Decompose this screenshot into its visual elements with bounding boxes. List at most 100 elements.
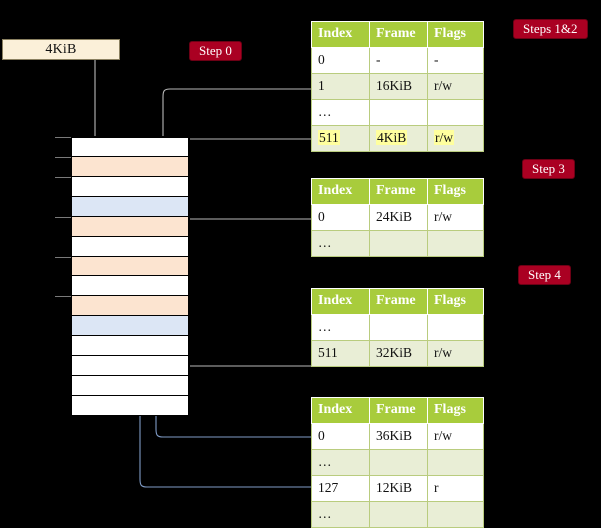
cell-index: 0 [311,47,370,74]
memory-frame-12 [71,376,189,396]
column-header-index: Index [311,288,370,315]
cell-flags: r/w [427,423,484,450]
badge-step-0: Step 0 [189,41,242,61]
cell-frame: - [369,47,428,74]
memory-frame-3 [71,196,189,217]
cell-frame: 12KiB [369,475,428,502]
cell-frame: 24KiB [369,204,428,231]
memory-frame-tick-4 [55,216,71,218]
cell-frame: 36KiB [369,423,428,450]
memory-frame-8 [71,296,189,317]
cell-index: … [311,314,370,341]
table-row: … [311,99,484,126]
table-row: … [311,501,484,528]
cell-flags [427,99,484,126]
column-header-frame: Frame [369,21,428,48]
badge-steps-1-2-label: Steps 1&2 [523,21,578,36]
memory-frame-11 [71,356,189,377]
cell-flags: r/w [427,204,484,231]
column-header-frame: Frame [369,288,428,315]
badge-steps-1-2: Steps 1&2 [513,19,588,39]
column-header-index: Index [311,21,370,48]
column-header-flags: Flags [427,178,484,205]
memory-frame-4 [71,216,189,237]
cell-index: … [311,99,370,126]
cell-index: … [311,449,370,476]
table-row: … [311,230,484,257]
page-box-4kib: 4KiB [2,39,120,60]
memory-frame-tick-1 [55,156,71,158]
cell-flags: r [427,475,484,502]
badge-step-3-label: Step 3 [532,161,565,176]
cell-flags [427,449,484,476]
cell-flags [427,501,484,528]
cell-flags: r/w [427,73,484,100]
cell-flags [427,230,484,257]
column-header-flags: Flags [427,21,484,48]
memory-frame-0 [71,137,189,157]
memory-frame-tick-2 [55,176,71,178]
column-header-frame: Frame [369,178,428,205]
badge-step-4-label: Step 4 [528,267,561,282]
cell-flags: r/w [427,125,484,152]
memory-frame-2 [71,176,189,197]
column-header-flags: Flags [427,397,484,424]
badge-step-3: Step 3 [522,159,575,179]
cell-flags [427,314,484,341]
cell-frame: 16KiB [369,73,428,100]
table-row: … [311,449,484,476]
cell-frame: 32KiB [369,340,428,367]
column-header-index: Index [311,397,370,424]
memory-frame-9 [71,316,189,337]
memory-frame-10 [71,336,189,357]
column-header-flags: Flags [427,288,484,315]
cell-frame: 4KiB [369,125,428,152]
cell-flags: - [427,47,484,74]
memory-frame-7 [71,276,189,297]
cell-index: 1 [311,73,370,100]
cell-index: … [311,230,370,257]
cell-frame [369,501,428,528]
table-row: … [311,314,484,341]
cell-index: … [311,501,370,528]
cell-index: 0 [311,423,370,450]
table-row: 0-- [311,47,484,74]
memory-frame-tick-0 [55,137,71,138]
memory-frame-1 [71,156,189,177]
cell-flags: r/w [427,340,484,367]
column-header-index: Index [311,178,370,205]
cell-index: 0 [311,204,370,231]
cell-index: 127 [311,475,370,502]
badge-step-4: Step 4 [518,265,571,285]
cell-frame [369,449,428,476]
badge-step-0-label: Step 0 [199,43,232,58]
cell-frame [369,314,428,341]
cell-frame [369,99,428,126]
memory-frame-tick-6 [55,256,71,258]
column-header-frame: Frame [369,397,428,424]
cell-frame [369,230,428,257]
cell-index: 511 [311,125,370,152]
memory-frame-5 [71,236,189,257]
memory-frame-13 [71,395,189,416]
cell-index: 511 [311,340,370,367]
page-box-label: 4KiB [45,41,77,57]
